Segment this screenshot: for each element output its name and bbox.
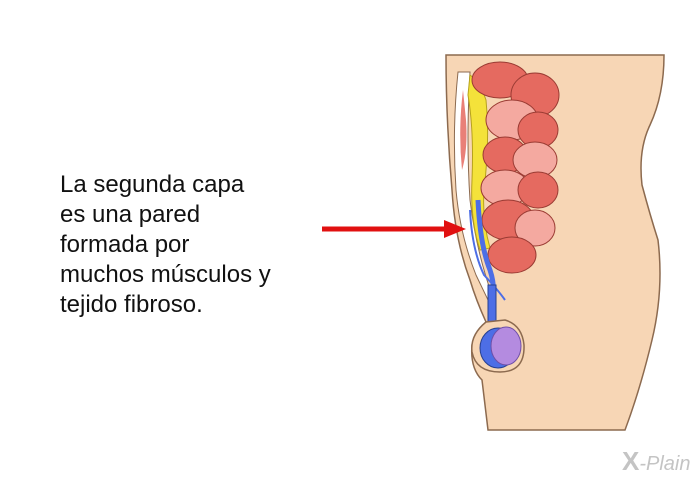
xplain-logo: X-Plain bbox=[622, 446, 690, 477]
caption-line-1: La segunda capa bbox=[60, 171, 245, 198]
logo-text: -Plain bbox=[639, 453, 691, 475]
caption-line-2: es una pared bbox=[60, 201, 201, 228]
cord-segment bbox=[487, 284, 497, 326]
intestines bbox=[471, 61, 560, 274]
logo-mark: X bbox=[622, 446, 640, 476]
testis bbox=[490, 326, 522, 366]
caption-line-5: tejido fibroso. bbox=[60, 291, 203, 318]
wall-muscle-layer bbox=[460, 90, 467, 170]
caption-line-4: muchos músculos y bbox=[60, 261, 271, 288]
caption-line-3: formada por bbox=[60, 231, 190, 258]
caption-text: La segunda capa es una pared formada por… bbox=[60, 170, 330, 320]
right-arrow-icon bbox=[322, 220, 466, 238]
vessel-line bbox=[469, 209, 506, 301]
